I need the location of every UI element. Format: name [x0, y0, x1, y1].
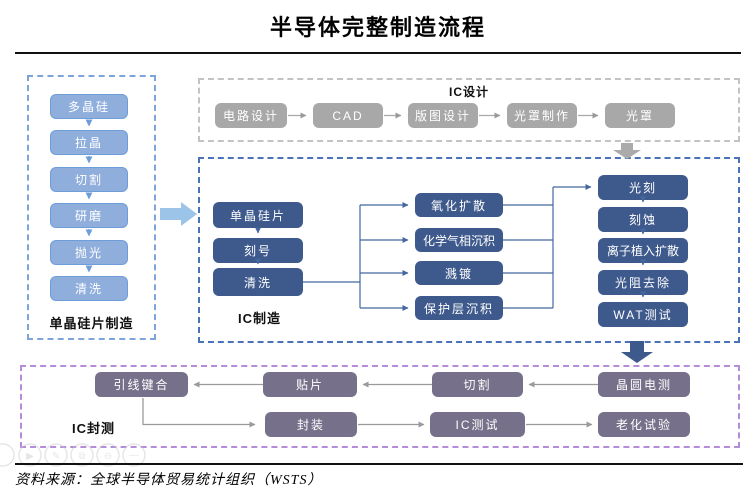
step-box: 光罩 [605, 103, 675, 128]
svg-text:▶: ▶ [26, 451, 34, 462]
step-box: 封装 [265, 412, 357, 437]
step-box: 化学气相沉积 [415, 228, 503, 252]
step-box: WAT测试 [598, 302, 688, 327]
play-icon [18, 443, 42, 467]
step-box: 多晶硅 [50, 94, 128, 119]
step-box: 切割 [432, 372, 523, 397]
step-box: 氧化扩散 [415, 193, 503, 217]
svg-text:—: — [129, 450, 139, 461]
step-box: 光罩制作 [507, 103, 577, 128]
step-box: 清洗 [213, 268, 303, 296]
step-box: 刻号 [213, 238, 303, 263]
step-box: 单晶硅片 [213, 202, 303, 228]
step-box: 光刻 [598, 175, 688, 200]
step-box: 引线键合 [95, 372, 188, 397]
wafer-to-mfg-arrow [160, 202, 197, 226]
step-box: 保护层沉积 [415, 296, 503, 320]
step-box: 光阻去除 [598, 270, 688, 295]
step-box: CAD [313, 103, 383, 128]
step-box: 刻蚀 [598, 207, 688, 232]
mfg-to-pkg-arrow [621, 341, 653, 363]
step-box: 溅镀 [415, 261, 503, 285]
panel-ic-packaging-testing [20, 365, 740, 448]
page-title: 半导体完整制造流程 [269, 15, 486, 40]
svg-text:✎: ✎ [52, 451, 60, 462]
watermark-icons: ▶ ✎ ⧉ ⊖ — [0, 443, 146, 467]
copy-icon [70, 443, 94, 467]
step-box: 电路设计 [215, 103, 287, 128]
minus-icon [122, 443, 146, 467]
step-box: 拉晶 [50, 130, 128, 155]
zoom-out-icon [96, 443, 120, 467]
panel-ic-manufacturing [198, 157, 740, 343]
step-box: 研磨 [50, 203, 128, 228]
step-box: 老化试验 [598, 412, 690, 437]
section-label-ic-manufacturing: IC制造 [238, 311, 282, 326]
source-note: 资料来源：全球半导体贸易统计组织（WSTS） [15, 473, 323, 488]
section-label-ic-design: IC设计 [448, 85, 489, 99]
step-box: 离子植入扩散 [598, 238, 688, 263]
panel-wafer-manufacturing [27, 75, 156, 340]
section-label-wafer: 单晶硅片制造 [49, 316, 134, 331]
panel-ic-design [198, 78, 740, 142]
step-box: 晶圆电测 [598, 372, 690, 397]
svg-text:⧉: ⧉ [78, 451, 85, 462]
step-box: 清洗 [50, 276, 128, 301]
bottom-divider [15, 463, 743, 465]
section-label-ic-packaging: IC封测 [72, 421, 116, 436]
step-box: 抛光 [50, 240, 128, 265]
step-box: 贴片 [263, 372, 357, 397]
edit-icon [44, 443, 68, 467]
svg-text:⊖: ⊖ [104, 451, 112, 462]
step-box: 版图设计 [408, 103, 478, 128]
step-box: 切割 [50, 167, 128, 192]
step-box: IC测试 [430, 412, 525, 437]
top-divider [15, 52, 741, 54]
